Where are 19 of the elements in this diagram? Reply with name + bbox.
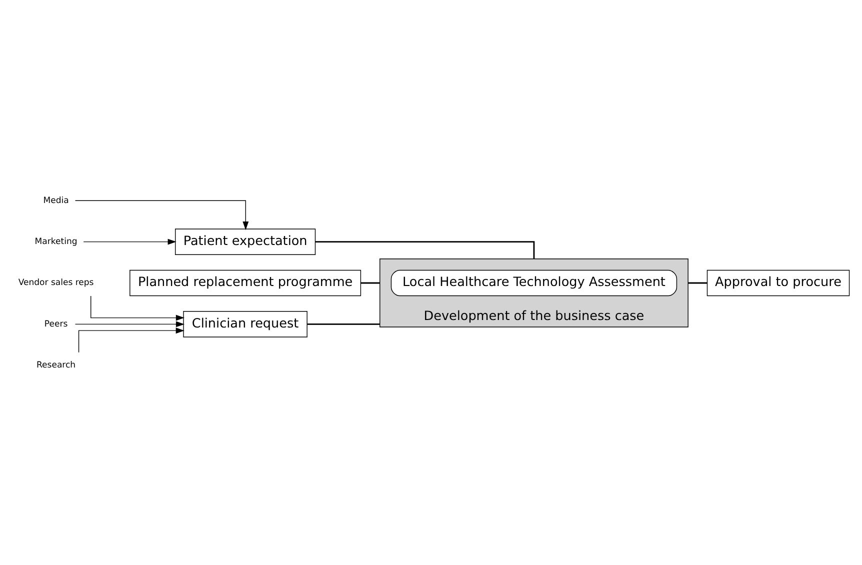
node-text: Peers bbox=[44, 318, 68, 329]
arrow bbox=[90, 295, 184, 320]
arrow bbox=[78, 327, 184, 352]
connector bbox=[360, 282, 380, 284]
node-box: Patient expectation bbox=[175, 228, 316, 254]
connector bbox=[688, 282, 708, 284]
arrow bbox=[83, 238, 176, 244]
connector bbox=[307, 322, 380, 324]
node-text: Research bbox=[36, 360, 76, 370]
node-box: Clinician request bbox=[183, 310, 308, 337]
arrow bbox=[74, 320, 184, 327]
node-text: Marketing bbox=[34, 236, 78, 247]
node-box: Local Healthcare Technology Assessment bbox=[390, 269, 678, 296]
node-text: Media bbox=[43, 195, 69, 206]
arrow bbox=[74, 200, 249, 230]
node-box: Approval to procure bbox=[706, 269, 850, 296]
node-text: Vendor sales reps bbox=[18, 278, 94, 288]
node-box: Planned replacement programme bbox=[130, 269, 362, 296]
connector bbox=[315, 240, 535, 258]
